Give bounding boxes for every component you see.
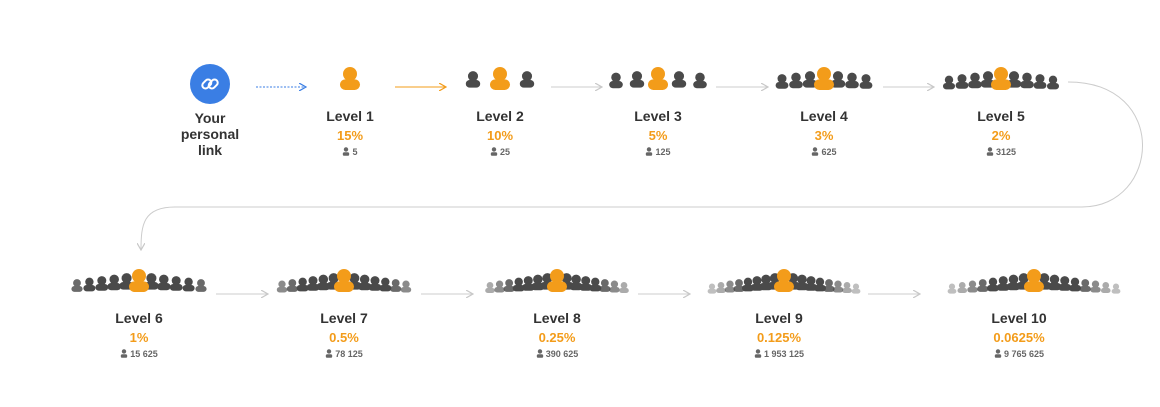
level-node-3: Level 3 5% 125 <box>583 64 733 158</box>
level-count: 3125 <box>926 147 1076 158</box>
level-count-value: 25 <box>499 147 510 157</box>
person-icon <box>812 147 819 156</box>
level-count-value: 15 625 <box>130 349 158 359</box>
level-node-7: Level 7 0.5% 78 125 <box>269 266 419 360</box>
level-node-5: Level 5 2% 3125 <box>926 64 1076 158</box>
crowd-icon <box>485 269 629 294</box>
level-percent: 1% <box>129 330 149 345</box>
level-count: 15 625 <box>64 349 214 360</box>
level-percent: 0.0625% <box>993 330 1045 345</box>
level-label: Level 5 <box>977 108 1025 124</box>
crowd-icon <box>340 67 360 90</box>
level-label: Level 8 <box>533 310 581 326</box>
level-count: 390 625 <box>482 349 632 360</box>
crowd-icon <box>276 269 412 293</box>
level-count: 125 <box>583 147 733 158</box>
level-percent: 0.5% <box>329 330 359 345</box>
level-label: Level 2 <box>476 108 524 124</box>
level-count-value: 78 125 <box>335 349 363 359</box>
personal-link-node[interactable]: Your personal link <box>155 64 265 158</box>
level-count-value: 3125 <box>995 147 1017 157</box>
level-count: 78 125 <box>269 349 419 360</box>
person-icon <box>646 147 653 156</box>
crowd-icon <box>775 67 873 90</box>
level-count: 5 <box>275 147 425 158</box>
level-label: Level 6 <box>115 310 163 326</box>
level-count: 1 953 125 <box>704 349 854 360</box>
level-count-value: 9 765 625 <box>1003 349 1045 359</box>
crowd-icon <box>707 269 861 294</box>
crowd-icon <box>609 67 707 90</box>
level-percent: 3% <box>814 128 834 143</box>
level-count: 25 <box>425 147 575 158</box>
level-node-8: Level 8 0.25% 390 625 <box>482 266 632 360</box>
level-count-value: 125 <box>655 147 671 157</box>
level-count: 9 765 625 <box>944 349 1094 360</box>
crowd-icon <box>71 269 207 292</box>
level-label: Level 10 <box>991 310 1047 326</box>
level-label: Level 1 <box>326 108 374 124</box>
person-icon <box>343 147 350 156</box>
level-percent: 0.25% <box>538 330 576 345</box>
level-node-6: Level 6 1% 15 625 <box>64 266 214 360</box>
person-icon <box>326 349 333 358</box>
level-label: Level 7 <box>320 310 368 326</box>
level-label: Level 9 <box>755 310 803 326</box>
level-percent: 15% <box>336 128 364 143</box>
person-icon <box>994 349 1002 358</box>
level-count-value: 625 <box>821 147 837 157</box>
person-icon <box>754 349 762 358</box>
person-icon <box>986 147 994 156</box>
level-percent: 5% <box>648 128 668 143</box>
person-icon <box>121 349 128 358</box>
level-percent: 2% <box>991 128 1011 143</box>
level-percent: 0.125% <box>756 330 802 345</box>
arrow-level-5-to-6 <box>141 81 1143 250</box>
level-node-10: Level 10 0.0625% 9 765 625 <box>944 266 1121 360</box>
level-count-value: 5 <box>352 147 358 157</box>
link-icon[interactable] <box>190 64 230 104</box>
crowd-icon <box>943 67 1059 90</box>
level-node-1: Level 1 15% 5 <box>275 64 425 158</box>
level-label: Level 3 <box>634 108 682 124</box>
level-node-9: Level 9 0.125% 1 953 125 <box>704 266 861 360</box>
person-icon <box>536 349 543 358</box>
level-count-value: 390 625 <box>545 349 579 359</box>
person-icon <box>490 147 498 156</box>
crowd-icon <box>465 67 535 90</box>
level-percent: 10% <box>486 128 514 143</box>
crowd-icon <box>947 269 1121 294</box>
level-label: Level 4 <box>800 108 848 124</box>
level-count-value: 1 953 125 <box>763 349 805 359</box>
level-count: 625 <box>749 147 899 158</box>
level-node-4: Level 4 3% 625 <box>749 64 899 158</box>
level-node-2: Level 2 10% 25 <box>425 64 575 158</box>
personal-link-label: Your personal link <box>180 110 240 158</box>
